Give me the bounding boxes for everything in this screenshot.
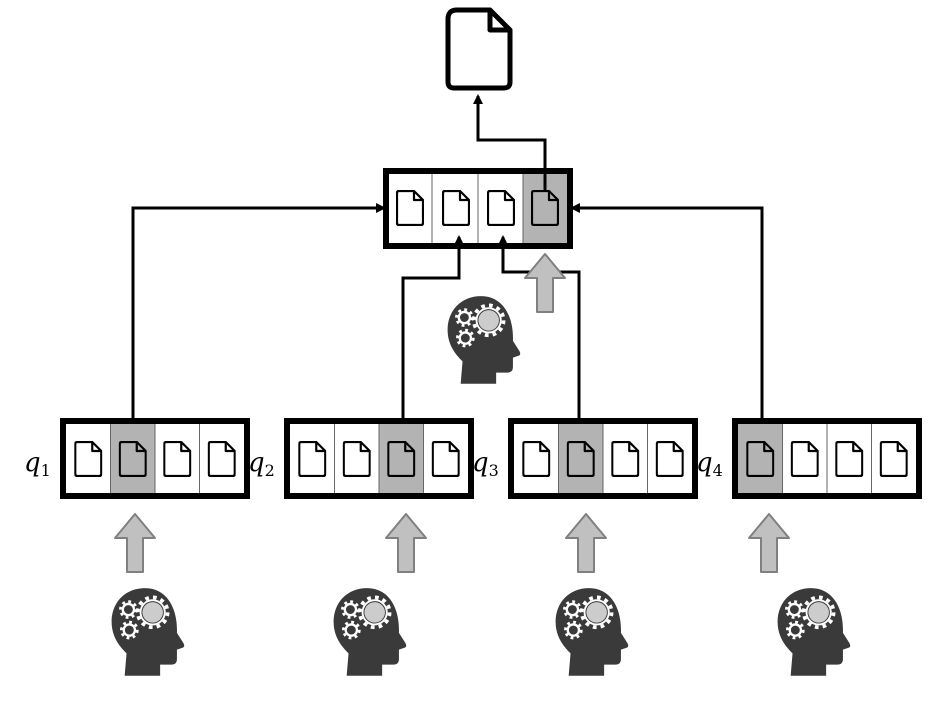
queue-label-letter: q bbox=[696, 448, 713, 478]
output-arrow bbox=[473, 94, 547, 192]
selected-slot bbox=[558, 424, 603, 493]
queue-label-subscript: 4 bbox=[713, 461, 723, 480]
selected-slot bbox=[738, 424, 783, 493]
queue-4: q4 bbox=[696, 418, 922, 678]
up-arrow-icon bbox=[114, 513, 156, 573]
queue-label: q2 bbox=[248, 448, 275, 480]
queue-label-letter: q bbox=[248, 448, 265, 478]
queue-label: q1 bbox=[24, 448, 51, 480]
head-gears-icon bbox=[109, 586, 187, 678]
queue-label-subscript: 2 bbox=[265, 461, 275, 480]
head-gears-icon bbox=[445, 294, 523, 386]
head-gears-icon bbox=[553, 586, 631, 678]
up-arrow-icon bbox=[385, 513, 427, 573]
queue-label-letter: q bbox=[472, 448, 489, 478]
merged-list bbox=[383, 168, 573, 249]
head-gears-icon bbox=[775, 586, 853, 678]
q1-arrow bbox=[131, 203, 386, 436]
up-arrow-icon bbox=[565, 513, 607, 573]
head-gears-icon bbox=[331, 586, 409, 678]
output-document-icon bbox=[445, 7, 513, 91]
queue-2: q2 bbox=[248, 418, 474, 678]
queue-label: q3 bbox=[472, 448, 499, 480]
up-arrow-icon bbox=[748, 513, 790, 573]
q2-arrow bbox=[401, 235, 464, 438]
queue-3: q3 bbox=[472, 418, 698, 678]
up-arrow-icon bbox=[524, 253, 566, 313]
queue-label: q4 bbox=[696, 448, 723, 480]
q4-arrow bbox=[570, 203, 764, 436]
queue-label-subscript: 3 bbox=[489, 461, 499, 480]
queue-1: q1 bbox=[24, 418, 250, 678]
queue-label-subscript: 1 bbox=[41, 461, 51, 480]
selected-slot bbox=[379, 424, 424, 493]
connectors bbox=[131, 94, 764, 438]
selected-slot bbox=[110, 424, 155, 493]
queue-label-letter: q bbox=[24, 448, 41, 478]
